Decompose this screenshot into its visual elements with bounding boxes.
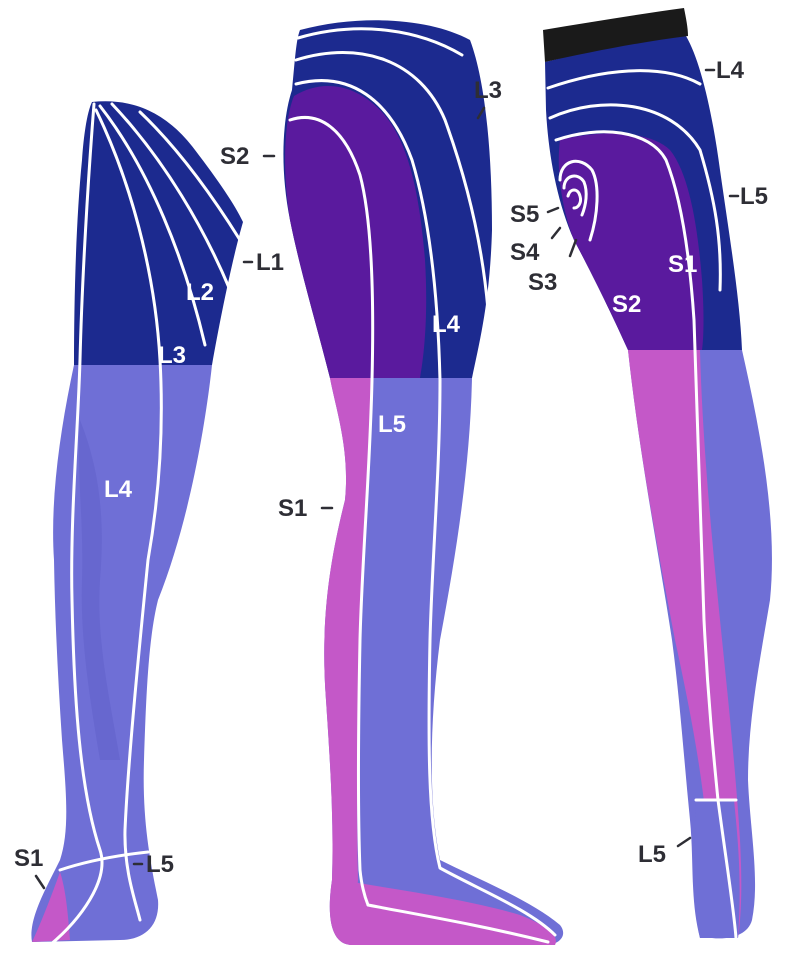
label-posterior-s3: S3 — [528, 269, 557, 296]
label-posterior-s4: S4 — [510, 239, 540, 266]
label-posterior-s1: S1 — [668, 251, 697, 278]
label-anterior-l4: L4 — [104, 476, 133, 503]
tick-posterior-s4 — [552, 228, 560, 238]
posterior-leg-view: S1 S2 L4 L5 S5 S4 S3 L5 — [510, 8, 772, 938]
tick-anterior-s1 — [36, 876, 44, 888]
label-posterior-l4: L4 — [716, 57, 745, 84]
label-posterior-s2: S2 — [612, 291, 641, 318]
label-lateral-l5: L5 — [378, 411, 406, 438]
label-posterior-s5: S5 — [510, 201, 539, 228]
label-anterior-s1: S1 — [14, 845, 43, 872]
label-posterior-l5: L5 — [740, 183, 768, 210]
label-lateral-s2: S2 — [220, 143, 249, 170]
anterior-leg-view: L2 L3 L4 L1 S1 L5 — [14, 101, 284, 945]
label-anterior-l5: L5 — [146, 851, 174, 878]
label-lateral-s1: S1 — [278, 495, 307, 522]
tick-posterior-s3 — [570, 240, 576, 256]
label-anterior-l3: L3 — [158, 342, 186, 369]
label-anterior-l2: L2 — [186, 279, 214, 306]
label-anterior-l1: L1 — [256, 249, 284, 276]
tick-posterior-s5 — [548, 208, 558, 212]
label-lateral-l3: L3 — [474, 77, 502, 104]
tick-posterior-heel-l5 — [678, 838, 690, 846]
lateral-leg-view: L4 L5 L3 S2 S1 — [220, 20, 563, 945]
label-lateral-l4: L4 — [432, 311, 461, 338]
label-posterior-heel-l5: L5 — [638, 841, 666, 868]
